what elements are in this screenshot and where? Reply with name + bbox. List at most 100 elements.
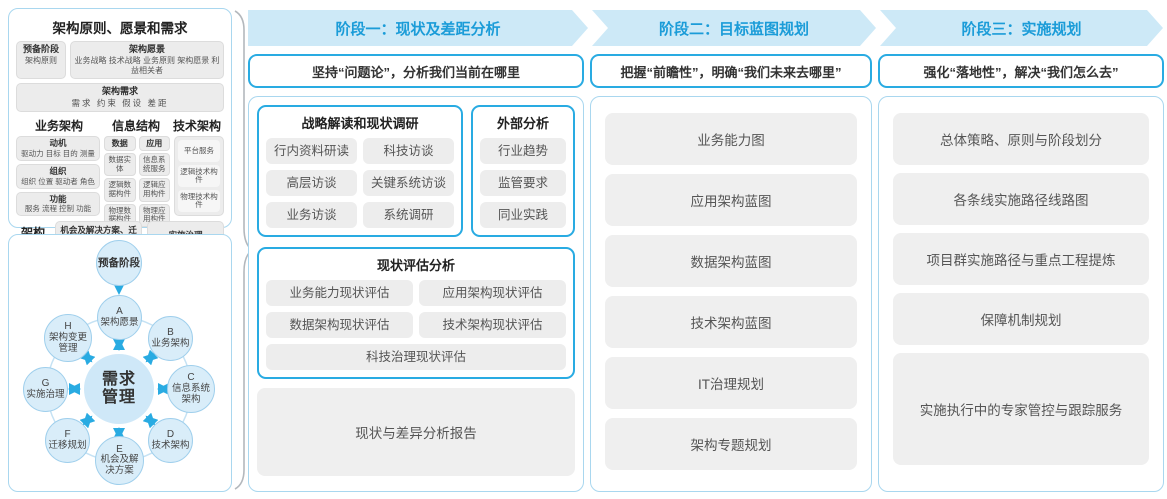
adm-node-e: E 机会及解决方案: [95, 436, 144, 485]
survey-item: 系统调研: [363, 202, 454, 228]
phase3-item: 实施执行中的专家管控与跟踪服务: [893, 353, 1149, 465]
phase3-item-label: 各条线实施路径线路图: [953, 193, 1089, 208]
phase3-header: 阶段三：实施规划: [880, 10, 1163, 46]
phase3-item: 保障机制规划: [893, 293, 1149, 345]
business-arch-column: 动机 驱动力 目标 目的 测量 组织 组织 位置 驱动者 角色 功能 服务 流程…: [16, 136, 100, 217]
phase1-column: 战略解读和现状调研 行内资料研读 科技访谈 高层访谈 关键系统访谈 业务访谈 系…: [248, 96, 584, 492]
adm-node-g: G 实施治理: [23, 367, 68, 412]
adm-node-f: F 迁移规划: [45, 418, 90, 463]
technology-item: 逻辑技术构件: [178, 165, 220, 188]
phase1-header: 阶段一：现状及差距分析: [248, 10, 588, 46]
phase3-item-label: 总体策略、原则与阶段划分: [940, 133, 1102, 148]
business-arch-header: 业务架构: [34, 119, 83, 134]
phase2-item: 应用架构蓝图: [605, 174, 857, 226]
prep-phase-circle: 预备阶段: [96, 240, 142, 286]
adm-node-a: A 架构愿景: [97, 295, 142, 340]
phase1-subtitle-label: 坚持“问题论”，分析我们当前在哪里: [311, 64, 520, 80]
phase3-header-label: 阶段三：实施规划: [961, 20, 1082, 38]
vision-title: 架构愿景: [128, 44, 165, 54]
organization-sub: 组织 位置 驱动者 角色: [21, 176, 95, 186]
vision-box: 架构愿景 业务战略 技术战略 业务原则 架构愿景 利益相关者: [70, 41, 224, 80]
external-item: 同业实践: [480, 202, 566, 228]
phase2-item: 数据架构蓝图: [605, 235, 857, 287]
phase3-item: 项目群实施路径与重点工程提炼: [893, 233, 1149, 285]
assessment-item: 技术架构现状评估: [419, 312, 566, 338]
phase2-subtitle: 把握“前瞻性”，明确“我们未来去哪里”: [590, 54, 872, 88]
phase2-item: IT治理规划: [605, 357, 857, 409]
survey-item: 业务访谈: [266, 202, 357, 228]
prep-phase-box: 预备阶段 架构原则: [16, 41, 66, 80]
phase3-column: 总体策略、原则与阶段划分 各条线实施路径线路图 项目群实施路径与重点工程提炼 保…: [878, 96, 1164, 492]
external-item: 行业趋势: [480, 138, 566, 164]
survey-item: 行内资料研读: [266, 138, 357, 164]
data-header: 数据: [104, 136, 136, 152]
phase3-item-label: 保障机制规划: [980, 313, 1062, 328]
phase2-column: 业务能力图 应用架构蓝图 数据架构蓝图 技术架构蓝图 IT治理规划 架构专题规划: [590, 96, 872, 492]
function-box: 功能 服务 流程 控制 功能: [16, 191, 100, 217]
motivation-title: 动机: [49, 138, 67, 149]
phase2-item-label: 应用架构蓝图: [690, 194, 772, 209]
data-item: 逻辑数据构件: [104, 178, 136, 202]
assessment-item: 业务能力现状评估: [266, 280, 413, 306]
survey-item: 科技访谈: [363, 138, 454, 164]
phase1-header-label: 阶段一：现状及差距分析: [335, 20, 501, 38]
prep-title: 预备阶段: [22, 44, 59, 54]
gap-analysis-report-label: 现状与差异分析报告: [355, 426, 477, 441]
phase3-subtitle: 强化“落地性”，解决“我们怎么去”: [878, 54, 1164, 88]
requirement-sub: 需求 约束 假设 差距: [71, 98, 169, 109]
node-letter: D: [166, 429, 175, 441]
group-title: 外部分析: [496, 116, 549, 131]
phase3-item-label: 实施执行中的专家管控与跟踪服务: [919, 403, 1123, 418]
node-label: 信息系统架构: [171, 382, 210, 405]
application-item: 信息系统服务: [138, 153, 170, 177]
panel-title: 架构原则、愿景和需求: [52, 21, 188, 36]
phase2-item: 技术架构蓝图: [605, 296, 857, 348]
center-label-line2: 管理: [101, 389, 136, 406]
phase3-item: 各条线实施路径线路图: [893, 173, 1149, 225]
group-title: 现状评估分析: [376, 258, 455, 273]
phase3-item-label: 项目群实施路径与重点工程提炼: [926, 253, 1116, 268]
prep-sub: 架构原则: [25, 55, 57, 65]
assessment-item: 数据架构现状评估: [266, 312, 413, 338]
gap-analysis-report-box: 现状与差异分析报告: [257, 388, 575, 476]
group-title: 战略解读和现状调研: [301, 116, 419, 131]
requirements-management-circle: 需求 管理: [84, 354, 154, 424]
survey-item: 高层访谈: [266, 170, 357, 196]
phase2-subtitle-label: 把握“前瞻性”，明确“我们未来去哪里”: [620, 64, 842, 80]
strategy-survey-group: 战略解读和现状调研 行内资料研读 科技访谈 高层访谈 关键系统访谈 业务访谈 系…: [257, 105, 463, 237]
information-structure-header: 信息结构: [111, 119, 160, 134]
adm-node-d: D 技术架构: [148, 418, 193, 463]
phase3-item: 总体策略、原则与阶段划分: [893, 113, 1149, 165]
node-label: 迁移规划: [48, 439, 87, 451]
architecture-content-panel: 架构原则、愿景和需求 预备阶段 架构原则 架构愿景 业务战略 技术战略 业务原则…: [8, 8, 232, 260]
assessment-group: 现状评估分析 业务能力现状评估 应用架构现状评估 数据架构现状评估 技术架构现状…: [257, 247, 575, 379]
motivation-sub: 驱动力 目标 目的 测量: [21, 148, 95, 158]
phase2-item-label: 业务能力图: [697, 133, 765, 148]
adm-cycle-panel: 预备阶段 需求 管理 A 架构愿景 B 业务架构 C 信息系统架构 D 技术架构…: [8, 234, 232, 492]
phase2-item: 架构专题规划: [605, 418, 857, 470]
phase2-header-label: 阶段二：目标蓝图规划: [658, 20, 809, 38]
assessment-item: 应用架构现状评估: [419, 280, 566, 306]
technology-arch-header: 技术架构: [172, 119, 221, 134]
node-label: 架构愿景: [100, 316, 139, 328]
phase2-header: 阶段二：目标蓝图规划: [592, 10, 876, 46]
adm-node-h: H 架构变更管理: [44, 314, 92, 362]
technology-arch-column: 平台服务 逻辑技术构件 物理技术构件: [174, 136, 224, 217]
center-label-line1: 需求: [101, 370, 136, 388]
node-letter: A: [116, 306, 123, 318]
node-letter: G: [41, 378, 50, 390]
phase2-item-label: IT治理规划: [698, 377, 764, 392]
application-header: 应用: [138, 136, 170, 152]
external-item: 监管要求: [480, 170, 566, 196]
technology-item: 平台服务: [178, 140, 220, 163]
node-letter: B: [167, 327, 174, 339]
adm-node-b: B 业务架构: [148, 316, 193, 361]
external-analysis-group: 外部分析 行业趋势 监管要求 同业实践: [471, 105, 575, 237]
organization-box: 组织 组织 位置 驱动者 角色: [16, 163, 100, 189]
technology-item: 物理技术构件: [178, 190, 220, 213]
phase2-item-label: 数据架构蓝图: [690, 255, 772, 270]
node-letter: E: [116, 443, 123, 455]
phase2-item-label: 架构专题规划: [690, 438, 772, 453]
application-item: 逻辑应用构件: [138, 178, 170, 202]
